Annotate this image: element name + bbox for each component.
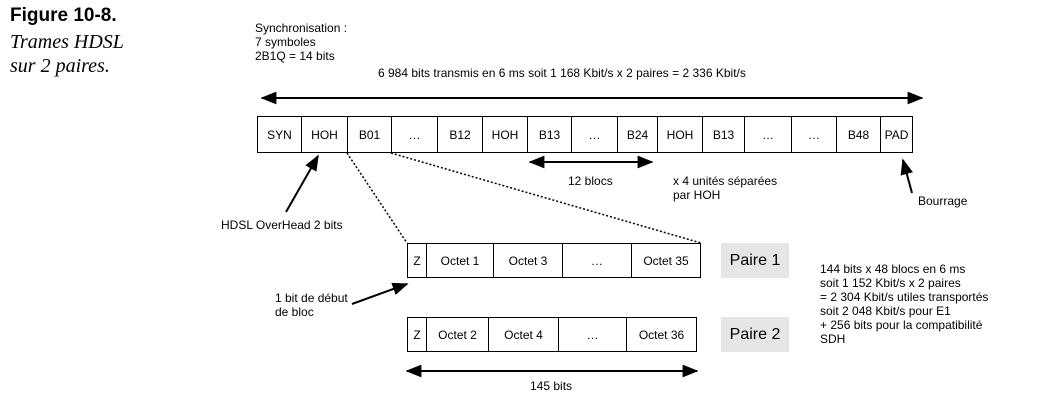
pair2-label: Paire 2	[721, 317, 789, 352]
frame-cell-b12: B12	[438, 117, 483, 152]
start-bit-note-line-2: de bloc	[275, 305, 314, 319]
start-bit-note-line-1: 1 bit de début	[275, 291, 348, 305]
pair2-cell-z: Z	[408, 318, 427, 351]
frame-cell-b01: B01	[348, 117, 392, 152]
figure-caption: Trames HDSL sur 2 paires.	[10, 30, 124, 78]
pair1-label: Paire 1	[721, 243, 789, 278]
pair2-cell-octet2: Octet 2	[427, 318, 489, 351]
frame-cell-b48: B48	[837, 117, 881, 152]
figure-number: Figure 10-8.	[10, 5, 117, 26]
pair1-cell-octet3: Octet 3	[494, 244, 563, 277]
pair2-cell-octet36: Octet 36	[638, 327, 685, 342]
frame-cell-ellipsis: …	[572, 117, 618, 152]
sync-note: Synchronisation : 7 symboles 2B1Q = 14 b…	[255, 21, 347, 63]
frame-cell-pad: PAD	[884, 127, 909, 142]
start-bit-note: 1 bit de début de bloc	[275, 291, 348, 319]
pair2-cell-ellipsis: …	[559, 318, 627, 351]
frame-cell-b24: B24	[618, 117, 658, 152]
frame-cell-hoh: HOH	[658, 117, 703, 152]
pair2-cell-octet4: Octet 4	[489, 318, 559, 351]
throughput-note-line-2: soit 1 152 Kbit/s x 2 paires	[820, 276, 961, 290]
sync-note-line-3: 2B1Q = 14 bits	[255, 49, 335, 63]
pair1-cell-ellipsis: …	[563, 244, 632, 277]
pair1-cell-octet1: Octet 1	[427, 244, 494, 277]
hdsl-frame: SYN HOH B01 … B12 HOH B13 … B24 HOH B13 …	[257, 116, 913, 153]
throughput-note: 144 bits x 48 blocs en 6 ms soit 1 152 K…	[820, 262, 988, 346]
frame-cell-b13: B13	[703, 117, 745, 152]
throughput-note-line-1: 144 bits x 48 blocs en 6 ms	[820, 262, 966, 276]
frame-cell-syn: SYN	[258, 117, 302, 152]
units-note-line-2: par HOH	[673, 188, 721, 202]
frame-cell-b13: B13	[528, 117, 572, 152]
bourrage-pointer-arrow	[900, 158, 913, 194]
hoh-pointer-arrow	[285, 154, 319, 213]
units-note: x 4 unités séparées par HOH	[673, 174, 777, 202]
throughput-note-line-3: = 2 304 Kbit/s utiles transportés	[820, 290, 989, 304]
total-bits-label: 6 984 bits transmis en 6 ms soit 1 168 K…	[378, 66, 746, 80]
caption-line-1: Trames HDSL	[10, 31, 124, 53]
throughput-note-line-6: SDH	[820, 332, 846, 346]
expansion-line-left	[346, 152, 408, 244]
pair1-cell-octet35: Octet 35	[643, 253, 689, 268]
sync-note-line-2: 7 symboles	[255, 35, 316, 49]
twelve-blocs-label: 12 blocs	[568, 174, 613, 188]
hoh-note: HDSL OverHead 2 bits	[221, 218, 343, 232]
expansion-line-right	[390, 152, 702, 244]
frame-cell-hoh: HOH	[302, 117, 348, 152]
bourrage-label: Bourrage	[918, 194, 968, 208]
caption-line-2: sur 2 paires.	[10, 55, 110, 77]
pair1-cell-z: Z	[408, 244, 427, 277]
throughput-note-line-5: + 256 bits pour la compatibilité	[820, 318, 983, 332]
pair2-frame: Z Octet 2 Octet 4 … Octet 36	[407, 317, 697, 352]
sync-note-line-1: Synchronisation :	[255, 21, 348, 35]
frame-cell-ellipsis: …	[745, 117, 792, 152]
start-bit-pointer-arrow	[351, 282, 409, 305]
bits145-label: 145 bits	[530, 379, 573, 393]
frame-cell-ellipsis: …	[792, 117, 837, 152]
units-note-line-1: x 4 unités séparées	[673, 174, 778, 188]
pair1-frame: Z Octet 1 Octet 3 … Octet 35	[407, 243, 701, 278]
throughput-note-line-4: soit 2 048 Kbit/s pour E1	[820, 304, 951, 318]
frame-cell-hoh: HOH	[483, 117, 528, 152]
frame-cell-ellipsis: …	[392, 117, 438, 152]
